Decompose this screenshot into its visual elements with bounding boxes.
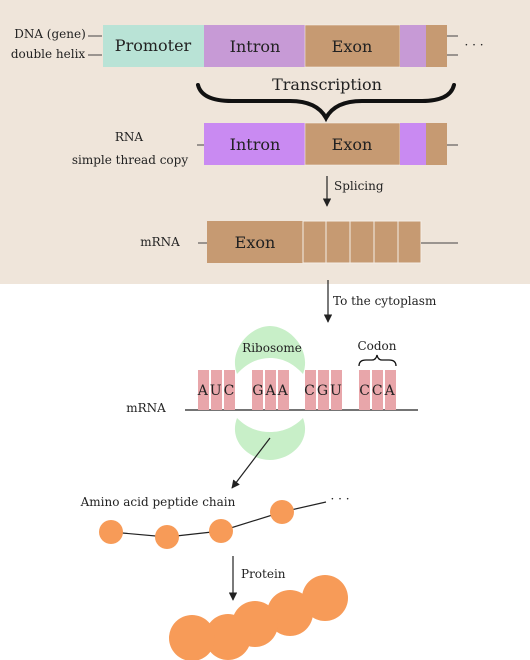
transcription-label: Transcription	[272, 75, 382, 94]
dna-intron-label: Intron	[230, 37, 281, 56]
dna-exon-label: Exon	[332, 37, 373, 56]
mrna-exon-block-1	[302, 220, 327, 264]
codon-3-base-2	[318, 370, 329, 410]
codon-group-2: GAA	[252, 370, 289, 410]
codon-3-base-3	[331, 370, 342, 410]
amino-acid-1	[99, 520, 123, 544]
codon-2-text: GAA	[252, 383, 289, 399]
codon-group-4: CCA	[359, 370, 397, 410]
peptide-label: Amino acid peptide chain	[80, 495, 236, 509]
codon-4-base-2	[372, 370, 383, 410]
rna-exon-label: Exon	[332, 135, 373, 154]
splicing-label: Splicing	[334, 179, 384, 193]
ribosome-small-subunit	[234, 418, 306, 460]
dna-label-line1: DNA (gene)	[14, 27, 86, 41]
codon-1-text: AUC	[197, 383, 237, 399]
mrna-exon-block-3	[349, 220, 375, 264]
rna-label-line2: simple thread copy	[72, 153, 188, 167]
rna-intron-label: Intron	[230, 135, 281, 154]
codon-2-base-2	[265, 370, 276, 410]
codon-2-base-3	[278, 370, 289, 410]
protein-residue-4	[267, 590, 313, 636]
codon-2-base-1	[252, 370, 263, 410]
codon-1-base-2	[211, 370, 222, 410]
dna-ellipsis: · · ·	[464, 38, 483, 52]
codon-3-text: CGU	[304, 383, 344, 399]
codon-group-3: CGU	[304, 370, 344, 410]
protein-residue-5	[302, 575, 348, 621]
codon-brace	[358, 354, 397, 367]
mrna-exon-segment	[207, 221, 303, 263]
peptide-ellipsis: · · ·	[330, 492, 349, 506]
rna-label-line1: RNA	[115, 130, 144, 144]
ribosome-label: Ribosome	[242, 341, 302, 355]
codon-1-base-1	[198, 370, 209, 410]
ribosome-mrna-label: mRNA	[126, 401, 166, 415]
codon-3-base-1	[305, 370, 316, 410]
dna-promoter-label: Promoter	[115, 36, 192, 55]
rna-exon-segment	[304, 122, 401, 166]
dna-exon-segment	[304, 24, 401, 68]
dna-promoter-segment	[103, 25, 204, 67]
mrna-label: mRNA	[140, 235, 180, 249]
codon-1-base-3	[224, 370, 235, 410]
rna-intron-segment	[204, 123, 305, 165]
mrna-exon-block-5	[397, 220, 422, 264]
amino-acid-4	[270, 500, 294, 524]
amino-acid-2	[155, 525, 179, 549]
codon-group-1: AUC	[197, 370, 237, 410]
mrna-exon-block-2	[325, 220, 351, 264]
cytoplasm-label: To the cytoplasm	[333, 294, 437, 308]
protein-residue-1	[169, 615, 215, 660]
translation-arrow	[231, 437, 271, 489]
codon-4-base-1	[359, 370, 370, 410]
protein-residue-2	[205, 614, 251, 660]
rna-exon-segment-2	[426, 123, 447, 165]
ribosome-large-subunit	[234, 326, 306, 374]
codon-label: Codon	[357, 339, 396, 353]
codon-4-base-3	[385, 370, 396, 410]
codon-4-text: CCA	[359, 383, 397, 399]
dna-intron-segment	[204, 25, 305, 67]
dna-intron-segment-2	[400, 25, 426, 67]
dna-exon-segment-2	[426, 25, 447, 67]
mrna-exon-block-4	[373, 220, 399, 264]
rna-intron-segment-2	[400, 123, 426, 165]
amino-acid-3	[209, 519, 233, 543]
dna-label-line2: double helix	[11, 47, 86, 61]
mrna-exon-label: Exon	[235, 233, 276, 252]
protein-label: Protein	[241, 567, 286, 581]
transcription-brace	[196, 83, 456, 123]
